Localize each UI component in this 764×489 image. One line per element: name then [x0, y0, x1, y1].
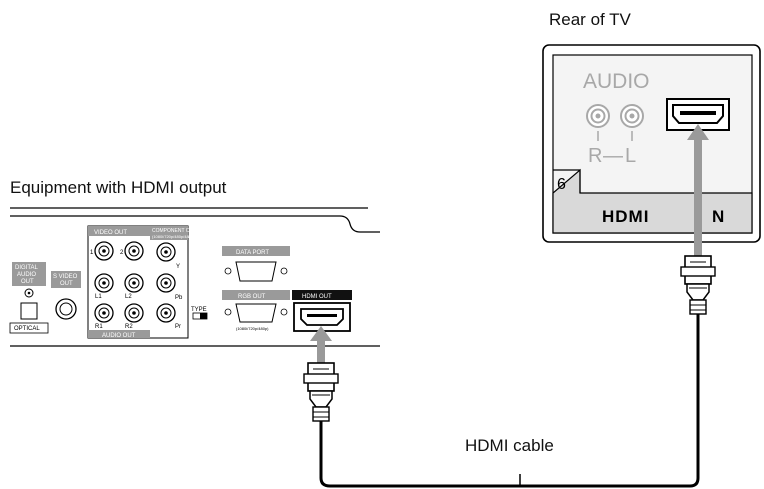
tv-rear-panel: 6 AUDIO R — L HDMI N [542, 44, 761, 243]
rgb-sub-label: (1080i/720p/480p) [236, 326, 269, 331]
tv-hdmi-port [666, 98, 730, 131]
component-out-label: COMPONENT OUT [152, 228, 196, 234]
rgb-out-label: RGB OUT [238, 294, 266, 300]
digital-label: DIGITAL [15, 265, 39, 271]
input-number: 6 [557, 176, 566, 193]
arrow-to-equipment [310, 326, 332, 370]
audio-dash: — [603, 145, 623, 167]
s-video-out-label: OUT [60, 281, 73, 287]
hdmi-plug-tv [680, 255, 716, 315]
audio-l-label: L [625, 145, 636, 167]
pb-label: Pb [175, 295, 183, 301]
l1-label: L1 [95, 294, 102, 300]
data-port-label: DATA PORT [236, 250, 269, 256]
component-out-sub: (1080i/720p/480p/480i) [152, 234, 194, 239]
s-video-label: S VIDEO [53, 274, 78, 280]
hdmi-plug-equipment [303, 362, 339, 422]
equipment-panel: VIDEO OUT COMPONENT OUT (1080i/720p/480p… [9, 207, 380, 347]
audio-label: AUDIO [583, 70, 650, 93]
hdmi-logo: HDMI [602, 207, 649, 226]
hdmi-cable-label: HDMI cable [465, 436, 554, 455]
rear-of-tv-label: Rear of TV [549, 10, 631, 29]
out-label: OUT [21, 279, 34, 285]
video-out-label: VIDEO OUT [94, 230, 127, 236]
equipment-label: Equipment with HDMI output [10, 178, 227, 197]
y-label: Y [176, 264, 180, 270]
r1-label: R1 [95, 324, 103, 330]
video-2-label: 2 [120, 250, 124, 256]
rca-jacks [94, 241, 176, 323]
hdmi-cable [319, 314, 700, 488]
type-label: TYPE [191, 307, 207, 313]
arrow-to-tv [687, 124, 709, 264]
pr-label: Pr [175, 324, 181, 330]
optical-label: OPTICAL [14, 326, 40, 332]
audio-label-eq: AUDIO [17, 272, 36, 278]
r2-label: R2 [125, 324, 133, 330]
audio-r-label: R [588, 145, 602, 167]
hdmi-out-label: HDMI OUT [302, 294, 332, 300]
audio-out-label: AUDIO OUT [102, 333, 136, 339]
video-1-label: 1 [90, 250, 94, 256]
equipment-hdmi-port [293, 302, 351, 332]
audio-jack-r [586, 104, 610, 128]
l2-label: L2 [125, 294, 132, 300]
audio-jack-l [620, 104, 644, 128]
hdmi-in-suffix: N [712, 207, 724, 226]
